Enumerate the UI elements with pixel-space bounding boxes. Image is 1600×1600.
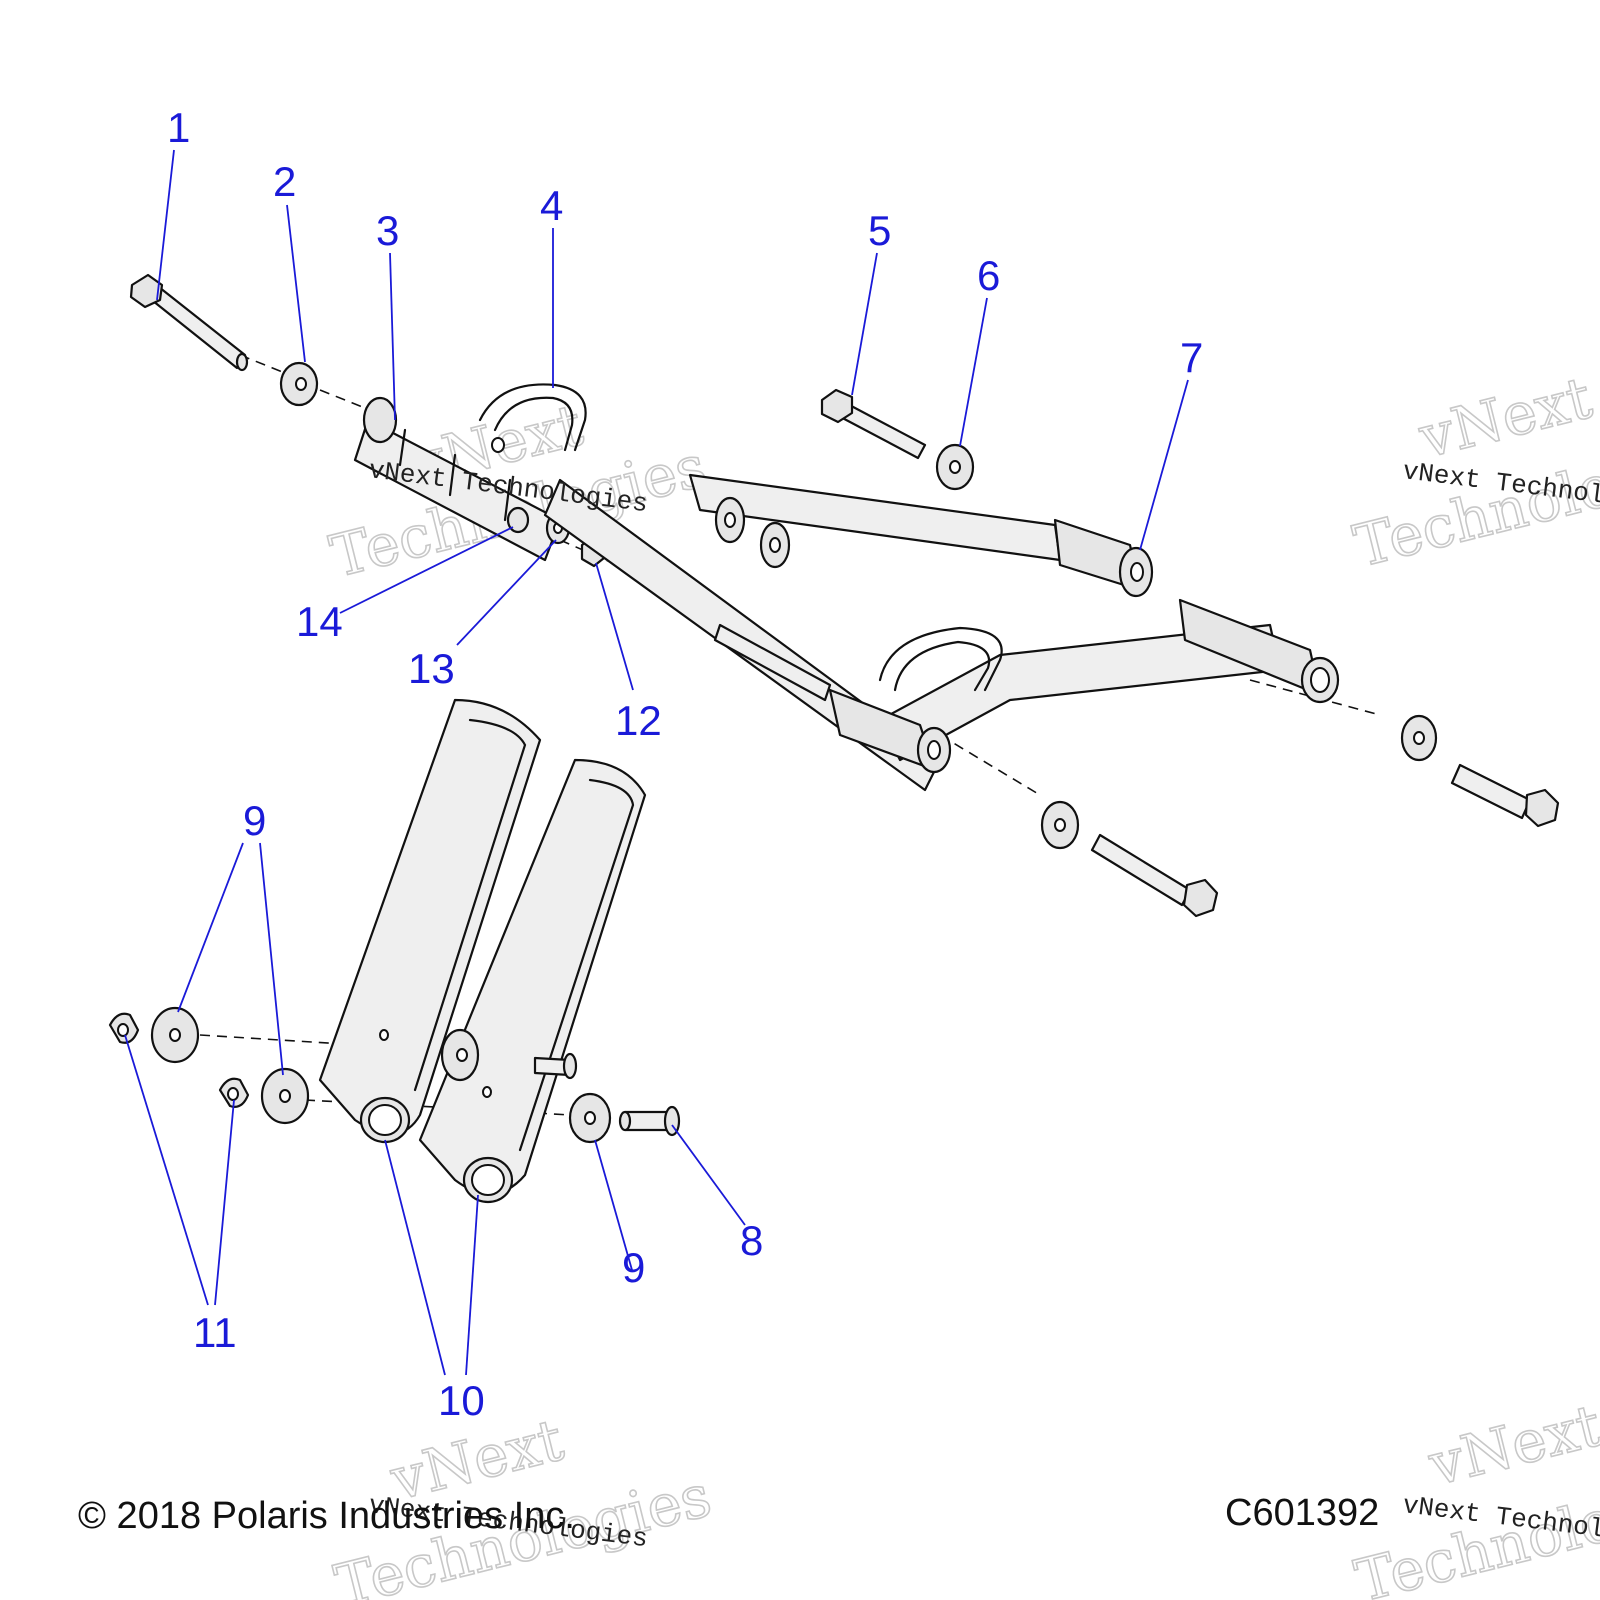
copyright-text: © 2018 Polaris Industries Inc. bbox=[78, 1495, 575, 1537]
leader-lines bbox=[124, 149, 1189, 1376]
callout-9-lower: 9 bbox=[622, 1244, 645, 1291]
callout-labels: 1 2 3 4 5 6 7 8 9 9 10 11 12 13 14 bbox=[167, 104, 1203, 1424]
nut-11-lower bbox=[218, 1077, 250, 1108]
bolt-short-upper-right bbox=[820, 388, 927, 460]
watermark-big-line1: vNext bbox=[1412, 363, 1598, 471]
callout-4: 4 bbox=[540, 182, 563, 229]
tab-loop-upper bbox=[478, 383, 587, 453]
washer-mid-link bbox=[440, 1028, 480, 1082]
callout-9-upper: 9 bbox=[243, 797, 266, 844]
pin-mid-link bbox=[533, 1052, 578, 1080]
callout-12: 12 bbox=[615, 697, 662, 744]
callout-3: 3 bbox=[376, 207, 399, 254]
washer-9-right bbox=[568, 1092, 612, 1144]
bushing-small bbox=[506, 506, 530, 534]
washer-lower-center bbox=[1040, 800, 1080, 850]
watermark-big-line1: vNext bbox=[1422, 1391, 1600, 1499]
diagram-code: C601392 bbox=[1225, 1492, 1379, 1534]
callout-8: 8 bbox=[740, 1217, 763, 1264]
bolt-right bbox=[1450, 763, 1560, 828]
washer-right bbox=[1400, 714, 1438, 762]
nut-11-upper bbox=[108, 1012, 140, 1044]
callout-5: 5 bbox=[868, 207, 891, 254]
callout-1: 1 bbox=[167, 104, 190, 151]
bolt-lower-center bbox=[1090, 833, 1219, 918]
link-right bbox=[418, 758, 647, 1204]
tab-loop-lower bbox=[878, 626, 1003, 692]
bolt-long-upper-left bbox=[129, 273, 249, 372]
callout-10: 10 bbox=[438, 1377, 485, 1424]
callout-14: 14 bbox=[296, 598, 343, 645]
washer-9-lower-left bbox=[260, 1067, 310, 1125]
callout-13: 13 bbox=[408, 645, 455, 692]
washer-upper-left bbox=[279, 361, 319, 407]
washer-upper-right bbox=[935, 443, 975, 491]
callout-6: 6 bbox=[977, 252, 1000, 299]
callout-11: 11 bbox=[193, 1309, 237, 1356]
a-arm-upper bbox=[543, 473, 1340, 792]
washer-9-upper bbox=[150, 1006, 200, 1064]
callout-7: 7 bbox=[1180, 334, 1203, 381]
callout-2: 2 bbox=[273, 158, 296, 205]
pin-8 bbox=[618, 1105, 681, 1137]
